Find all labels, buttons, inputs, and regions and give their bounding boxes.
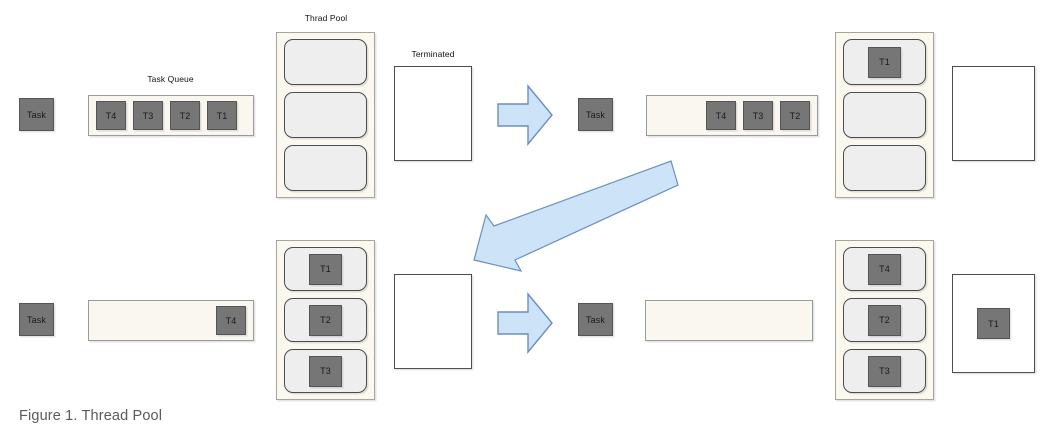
thread-slot [284,39,367,85]
thread-slot: T2 [284,298,367,342]
terminated-task: T1 [977,308,1010,339]
thread-task: T2 [868,304,901,336]
thread-task: T1 [868,46,901,78]
queue-task: T2 [780,101,810,130]
arrow-diagonal-down-left-icon [473,160,679,272]
task-queue-top-right: T4 T3 T2 [646,95,818,136]
thread-slot [284,92,367,138]
thread-pool-label-top-left: Thrad Pool [304,13,348,23]
arrow-diagonal [465,158,680,273]
thread-slot: T2 [843,298,926,342]
thread-task: T2 [309,304,342,336]
thread-slot: T3 [843,349,926,393]
queue-task: T1 [207,101,237,130]
incoming-task-bottom-right: Task [578,303,613,336]
queue-task: T3 [133,101,163,130]
thread-task: T3 [868,355,901,387]
arrow-right-icon [497,292,553,354]
thread-pool-bottom-left: T1 T2 T3 [276,240,375,400]
thread-pool-top-left [276,32,375,198]
task-queue-bottom-left: T4 [88,300,254,341]
thread-slot: T1 [284,247,367,291]
incoming-task-bottom-left: Task [19,303,54,336]
thread-pool-top-right: T1 [835,32,934,198]
task-queue-bottom-right [645,300,813,341]
thread-slot [284,145,367,191]
thread-task: T3 [309,355,342,387]
incoming-task-top-left: Task [19,98,54,131]
thread-task: T4 [868,253,901,285]
arrow-right-top [497,84,553,146]
thread-task: T1 [309,253,342,285]
thread-slot [843,92,926,138]
terminated-box-bottom-right: T1 [952,274,1035,373]
terminated-label-top-left: Terminated [411,49,455,59]
incoming-task-top-right: Task [578,98,613,131]
task-queue-label-top-left: Task Queue [147,74,194,84]
terminated-box-bottom-left [394,274,472,369]
terminated-box-top-right [952,66,1035,161]
arrow-right-bottom [497,292,553,354]
thread-slot: T3 [284,349,367,393]
thread-slot: T1 [843,39,926,85]
queue-task: T4 [706,101,736,130]
queue-task: T3 [743,101,773,130]
queue-task: T4 [96,101,126,130]
queue-task: T2 [170,101,200,130]
figure-caption: Figure 1. Thread Pool [19,408,163,424]
thread-pool-bottom-right: T4 T2 T3 [835,240,934,400]
terminated-box-top-left [394,66,472,161]
task-queue-top-left: T4 T3 T2 T1 [88,95,254,136]
thread-slot: T4 [843,247,926,291]
arrow-right-icon [497,84,553,146]
thread-slot [843,145,926,191]
queue-task: T4 [216,306,246,335]
